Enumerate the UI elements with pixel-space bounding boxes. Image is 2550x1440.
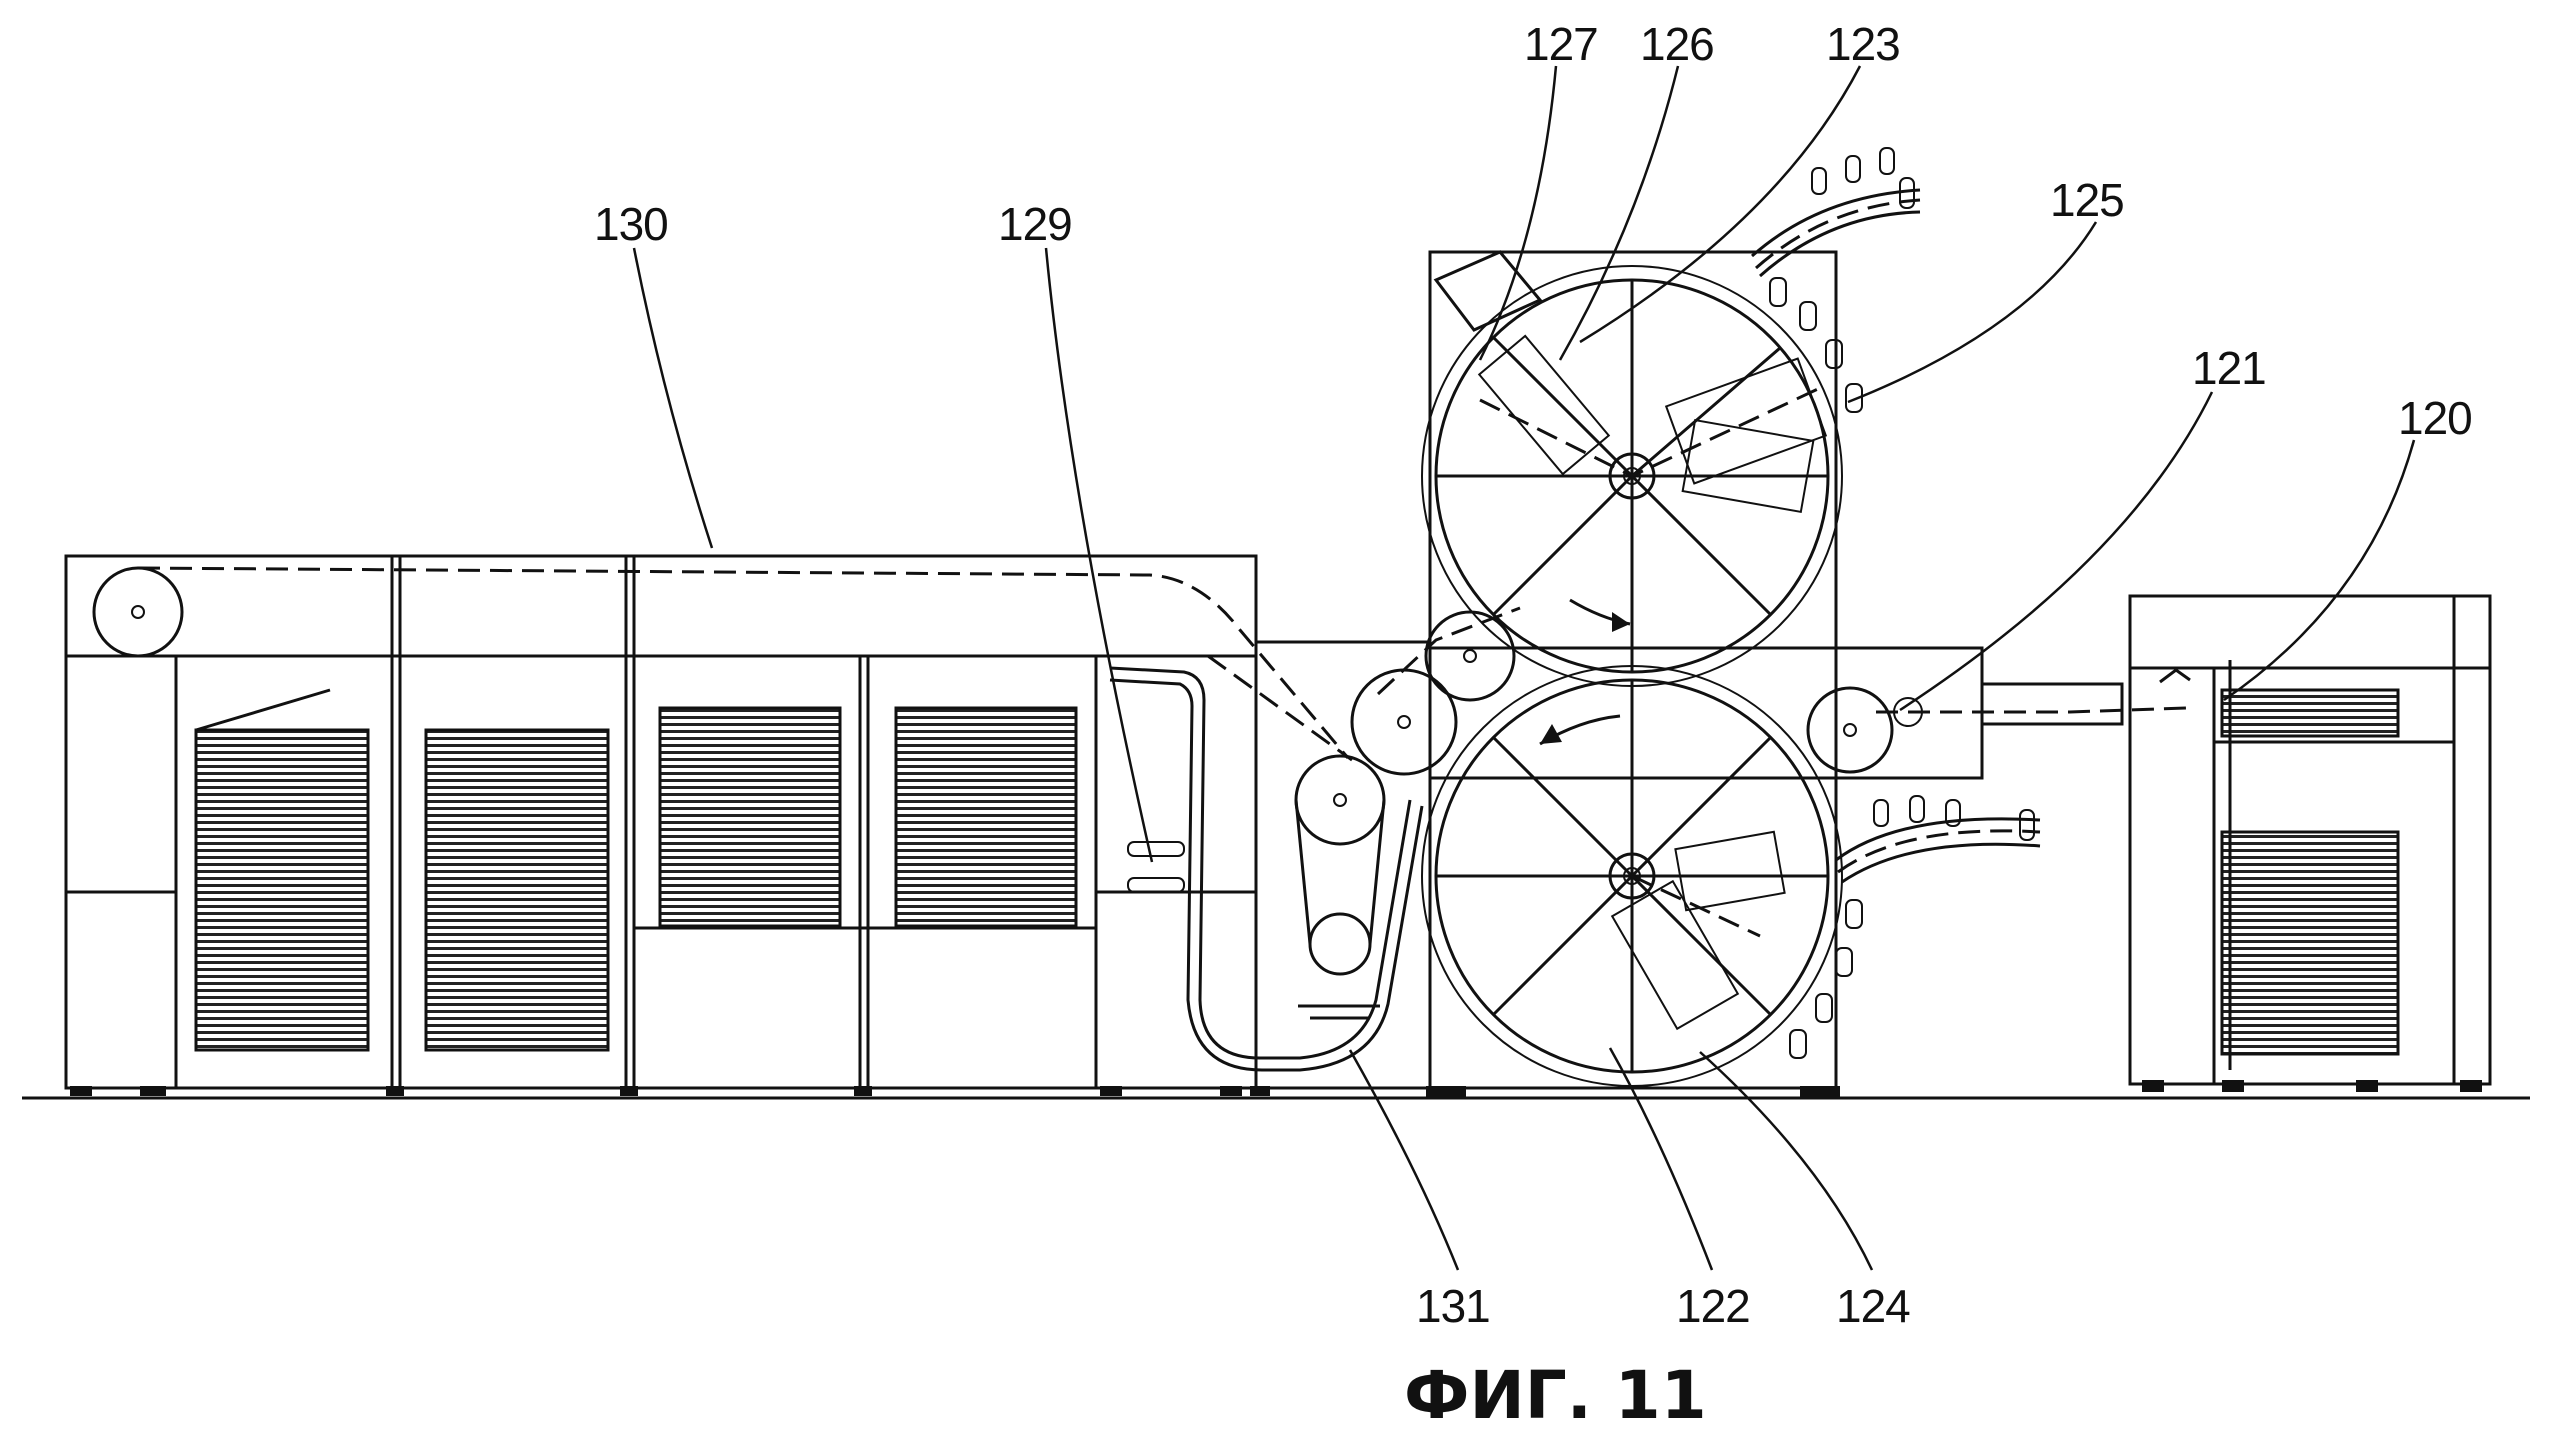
sheet-stack-3 bbox=[658, 706, 842, 928]
feeder-stack bbox=[2220, 830, 2400, 1056]
left-machine bbox=[64, 554, 1350, 1096]
label-121: 121 bbox=[2192, 342, 2266, 394]
sheet-stack-1 bbox=[194, 728, 370, 1052]
label-123: 123 bbox=[1826, 18, 1900, 70]
leader-lines bbox=[632, 65, 2416, 1271]
label-126: 126 bbox=[1640, 18, 1714, 70]
upper-drum bbox=[1421, 147, 1921, 687]
label-127: 127 bbox=[1524, 18, 1598, 70]
label-131: 131 bbox=[1416, 1280, 1490, 1332]
label-120: 120 bbox=[2398, 392, 2472, 444]
figure-caption: ФИГ. 11 bbox=[1404, 1357, 1707, 1434]
sheet-stack-4 bbox=[894, 706, 1078, 928]
label-130: 130 bbox=[594, 198, 668, 250]
sheet-stack-2 bbox=[424, 728, 610, 1052]
label-129: 129 bbox=[998, 198, 1072, 250]
label-125: 125 bbox=[2050, 174, 2124, 226]
right-feeder bbox=[1980, 594, 2492, 1092]
center-unit bbox=[1109, 250, 2187, 1098]
lower-drum bbox=[1421, 665, 2041, 1087]
label-124: 124 bbox=[1836, 1280, 1910, 1332]
label-122: 122 bbox=[1676, 1280, 1750, 1332]
